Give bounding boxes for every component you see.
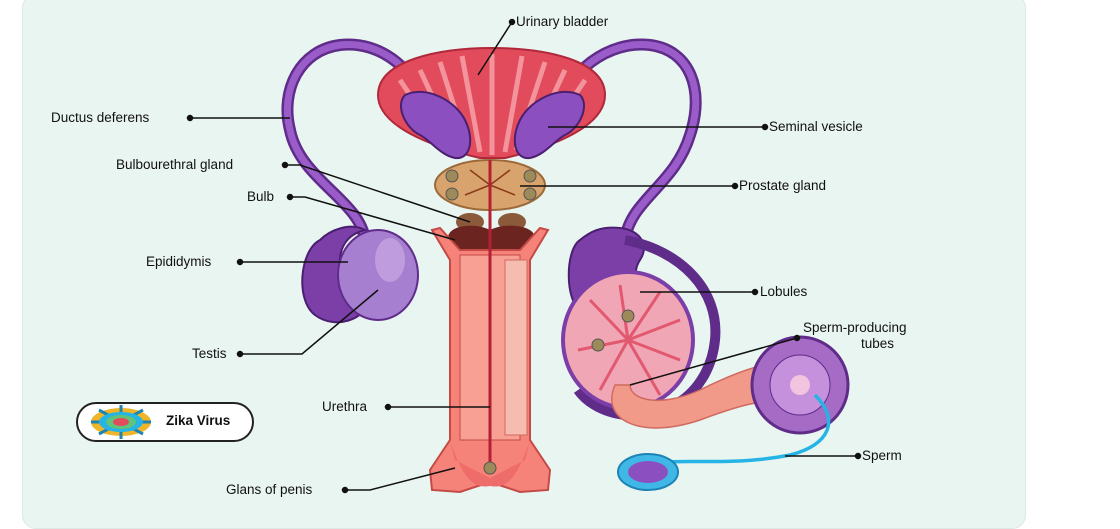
label-bulb: Bulb — [247, 189, 274, 205]
label-bulbourethral-gland: Bulbourethral gland — [116, 157, 233, 173]
label-sperm-producing: Sperm-producing — [803, 320, 907, 336]
label-urethra: Urethra — [322, 399, 367, 415]
label-lobules: Lobules — [760, 284, 807, 300]
label-ductus-deferens: Ductus deferens — [51, 110, 149, 126]
label-tubes: tubes — [861, 336, 894, 352]
zika-virus-badge: Zika Virus — [76, 402, 254, 442]
testis-left — [338, 230, 418, 320]
label-urinary-bladder: Urinary bladder — [516, 14, 608, 30]
label-testis: Testis — [192, 346, 227, 362]
badge-label: Zika Virus — [166, 413, 230, 428]
label-glans-of-penis: Glans of penis — [226, 482, 312, 498]
label-sperm: Sperm — [862, 448, 902, 464]
label-epididymis: Epididymis — [146, 254, 211, 270]
label-prostate-gland: Prostate gland — [739, 178, 826, 194]
virus-icon — [86, 405, 156, 439]
label-seminal-vesicle: Seminal vesicle — [769, 119, 863, 135]
